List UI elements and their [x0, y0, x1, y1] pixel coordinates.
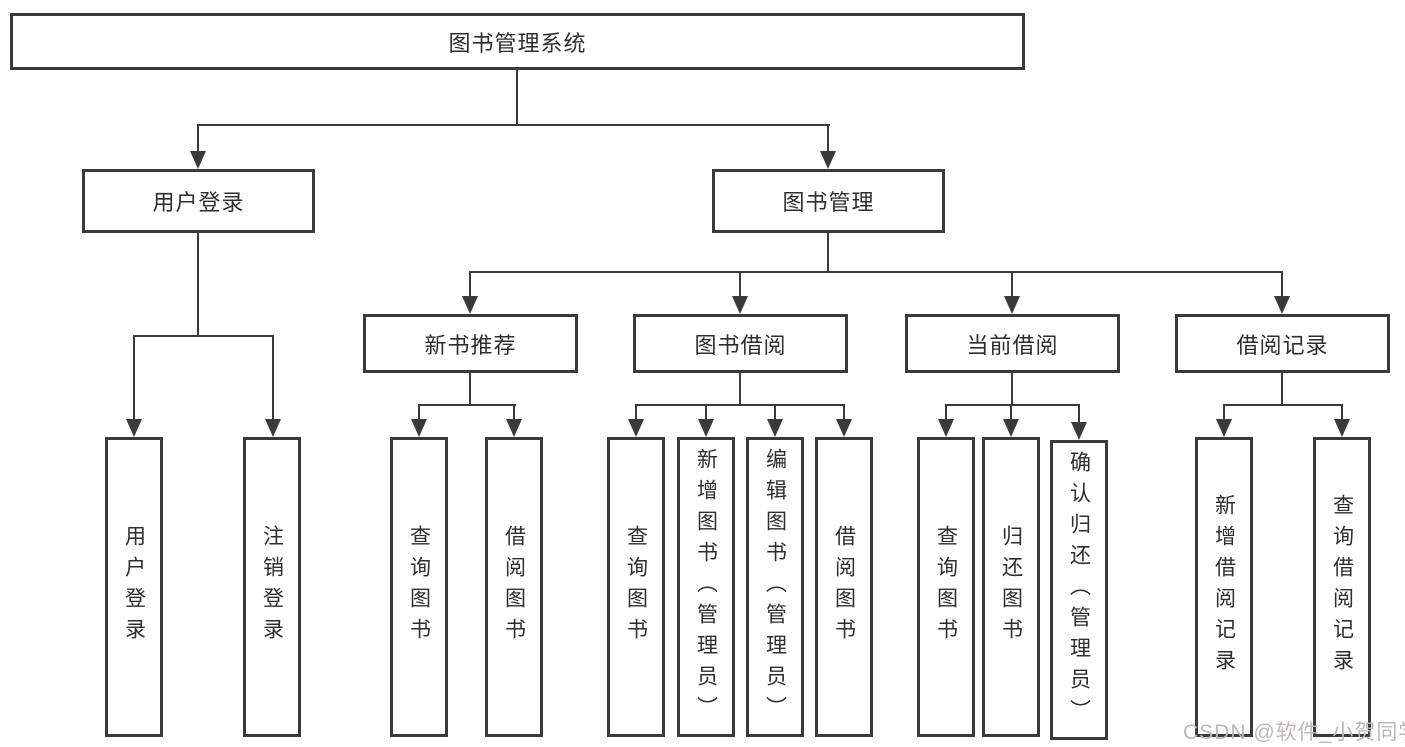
connector-userlogin-stem: [197, 233, 199, 337]
leaf-bb-add-book-admin: 新增图书（管理员）: [677, 437, 735, 737]
leaf-logout-label: 注销登录: [260, 525, 284, 649]
connector-root-stem: [516, 70, 518, 126]
arrow-down-icon: [1004, 296, 1020, 314]
connector-br-stem: [1281, 373, 1283, 406]
connector-nbr-leaf2-stem: [513, 404, 515, 420]
arrow-down-icon: [1003, 419, 1019, 437]
connector-nbr-hline: [418, 404, 516, 406]
arrow-down-icon: [1334, 419, 1350, 437]
leaf-nbr-borrow-book: 借阅图书: [485, 437, 543, 737]
connector-nbr-leaf1-stem: [418, 404, 420, 420]
connector-bookmgmt-nbr-stem: [469, 271, 471, 297]
leaf-nbr-query-book-label: 查询图书: [407, 525, 431, 649]
connector-root-hline: [197, 124, 830, 126]
leaf-cb-confirm-return-admin-label: 确认归还（管理员）: [1067, 450, 1091, 730]
connector-cb-leaf1-stem: [945, 404, 947, 420]
connector-bookmgmt-stem: [827, 233, 829, 273]
arrow-down-icon: [1216, 419, 1232, 437]
node-book-management: 图书管理: [712, 169, 945, 233]
leaf-cb-return-book-label: 归还图书: [999, 525, 1023, 649]
connector-bb-leaf3-stem: [774, 404, 776, 420]
node-current-borrow: 当前借阅: [905, 314, 1120, 373]
arrow-down-icon: [462, 296, 478, 314]
arrow-down-icon: [265, 419, 281, 437]
connector-bb-hline: [635, 404, 845, 406]
leaf-cb-confirm-return-admin: 确认归还（管理员）: [1050, 440, 1108, 740]
node-book-borrow-label: 图书借阅: [694, 332, 787, 358]
connector-br-hline: [1223, 404, 1343, 406]
leaf-cb-query-book: 查询图书: [917, 437, 975, 737]
arrow-down-icon: [698, 419, 714, 437]
connector-cb-hline: [945, 404, 1080, 406]
connector-cb-leaf2-stem: [1010, 404, 1012, 420]
leaf-br-add-record-label: 新增借阅记录: [1212, 494, 1236, 680]
connector-userlogin-hline: [133, 335, 274, 337]
connector-bb-stem: [739, 373, 741, 406]
leaf-logout: 注销登录: [243, 437, 301, 737]
arrow-down-icon: [126, 419, 142, 437]
connector-root-userlogin-stem: [197, 124, 199, 152]
node-new-book-recommend-label: 新书推荐: [424, 332, 517, 358]
node-book-management-label: 图书管理: [782, 190, 875, 215]
arrow-down-icon: [820, 151, 836, 169]
arrow-down-icon: [767, 419, 783, 437]
connector-bookmgmt-br-stem: [1281, 271, 1283, 297]
leaf-br-query-record-label: 查询借阅记录: [1330, 494, 1354, 680]
connector-userlogin-leaf1-stem: [133, 335, 135, 420]
node-user-login-label: 用户登录: [152, 190, 245, 215]
arrow-down-icon: [732, 296, 748, 314]
node-borrow-record: 借阅记录: [1175, 314, 1390, 373]
connector-bookmgmt-hline: [469, 271, 1283, 273]
connector-br-leaf2-stem: [1341, 404, 1343, 420]
node-new-book-recommend: 新书推荐: [363, 314, 578, 373]
arrow-down-icon: [938, 419, 954, 437]
arrow-down-icon: [411, 419, 427, 437]
node-root-label: 图书管理系统: [448, 30, 587, 56]
arrow-down-icon: [1274, 296, 1290, 314]
leaf-nbr-query-book: 查询图书: [390, 437, 448, 737]
connector-cb-stem: [1011, 373, 1013, 406]
arrow-down-icon: [1071, 422, 1087, 440]
connector-root-bookmgmt-stem: [827, 124, 829, 152]
arrow-down-icon: [836, 419, 852, 437]
connector-userlogin-leaf2-stem: [272, 335, 274, 420]
node-current-borrow-label: 当前借阅: [966, 332, 1059, 358]
leaf-nbr-borrow-book-label: 借阅图书: [502, 525, 526, 649]
node-root: 图书管理系统: [10, 13, 1025, 70]
leaf-user-login: 用户登录: [105, 437, 163, 737]
connector-br-leaf1-stem: [1223, 404, 1225, 420]
node-user-login: 用户登录: [82, 169, 315, 233]
connector-nbr-stem: [469, 373, 471, 406]
csdn-watermark: CSDN @软件_小贺同学: [1183, 721, 1405, 744]
leaf-bb-borrow-book-label: 借阅图书: [832, 525, 856, 649]
connector-cb-leaf3-stem: [1078, 404, 1080, 423]
connector-bb-leaf1-stem: [635, 404, 637, 420]
leaf-br-add-record: 新增借阅记录: [1195, 437, 1253, 737]
connector-bookmgmt-bb-stem: [739, 271, 741, 297]
arrow-down-icon: [628, 419, 644, 437]
leaf-cb-return-book: 归还图书: [982, 437, 1040, 737]
leaf-bb-add-book-admin-label: 新增图书（管理员）: [694, 447, 718, 727]
connector-bb-leaf2-stem: [705, 404, 707, 420]
leaf-bb-edit-book-admin-label: 编辑图书（管理员）: [763, 447, 787, 727]
arrow-down-icon: [506, 419, 522, 437]
connector-bookmgmt-cb-stem: [1011, 271, 1013, 297]
leaf-bb-query-book: 查询图书: [607, 437, 665, 737]
node-book-borrow: 图书借阅: [633, 314, 848, 373]
leaf-bb-edit-book-admin: 编辑图书（管理员）: [746, 437, 804, 737]
arrow-down-icon: [190, 151, 206, 169]
connector-bb-leaf4-stem: [843, 404, 845, 420]
leaf-user-login-label: 用户登录: [122, 525, 146, 649]
leaf-bb-query-book-label: 查询图书: [624, 525, 648, 649]
leaf-br-query-record: 查询借阅记录: [1313, 437, 1371, 737]
node-borrow-record-label: 借阅记录: [1236, 332, 1329, 358]
leaf-cb-query-book-label: 查询图书: [934, 525, 958, 649]
leaf-bb-borrow-book: 借阅图书: [815, 437, 873, 737]
